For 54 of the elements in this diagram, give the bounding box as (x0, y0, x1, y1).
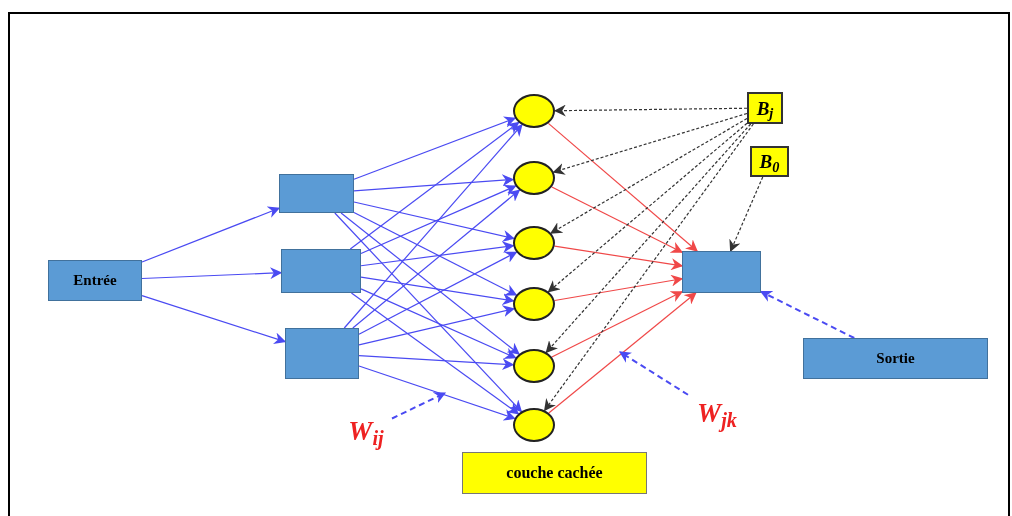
process-box (682, 251, 761, 293)
neuron-circle (513, 349, 555, 383)
arrow (352, 189, 521, 329)
leader-arrow (391, 392, 447, 420)
arrow (349, 121, 520, 250)
process-box: Entrée (48, 260, 142, 301)
arrow (553, 274, 684, 302)
arrow (358, 305, 515, 346)
neuron-circle (513, 408, 555, 442)
arrow (360, 276, 515, 306)
arrow (358, 251, 518, 335)
leader-arrow (619, 351, 689, 396)
arrow (729, 176, 764, 253)
arrow (554, 245, 684, 271)
arrow (353, 201, 515, 242)
arrow (353, 174, 515, 192)
neuron-circle (513, 94, 555, 128)
arrow (551, 291, 684, 358)
arrow (547, 122, 748, 293)
process-box (281, 249, 361, 293)
arrow (353, 116, 517, 180)
arrow (551, 186, 684, 253)
bias-box: B$_{j}$ (747, 92, 783, 124)
arrow (343, 123, 523, 329)
arrow (353, 211, 518, 296)
neuron-circle (513, 287, 555, 321)
arrow (340, 212, 520, 355)
arrow (759, 290, 856, 339)
arrow (543, 123, 754, 412)
arrow (548, 292, 697, 414)
arrow (334, 212, 523, 413)
arrow (552, 112, 748, 175)
arrow (360, 288, 517, 359)
neuron-circle (513, 161, 555, 195)
layer-label-box: couche cachée (462, 452, 647, 494)
process-box (285, 328, 359, 379)
arrow (358, 355, 515, 371)
process-box (279, 174, 354, 213)
process-box: Sortie (803, 338, 988, 379)
arrow (141, 206, 281, 263)
arrow (547, 122, 698, 252)
arrow (545, 123, 752, 354)
arrow (553, 104, 748, 117)
weight-label: W$_{ij}$ (340, 412, 392, 450)
arrow (350, 292, 520, 415)
arrow (360, 241, 515, 267)
arrow (358, 365, 516, 421)
arrow (550, 117, 748, 234)
arrow (360, 184, 517, 255)
weight-label: W$_{jk}$ (688, 394, 746, 432)
arrow (141, 267, 283, 280)
arrow (141, 295, 287, 344)
neuron-circle (513, 226, 555, 260)
bias-box: B$_{0}$ (750, 146, 789, 177)
